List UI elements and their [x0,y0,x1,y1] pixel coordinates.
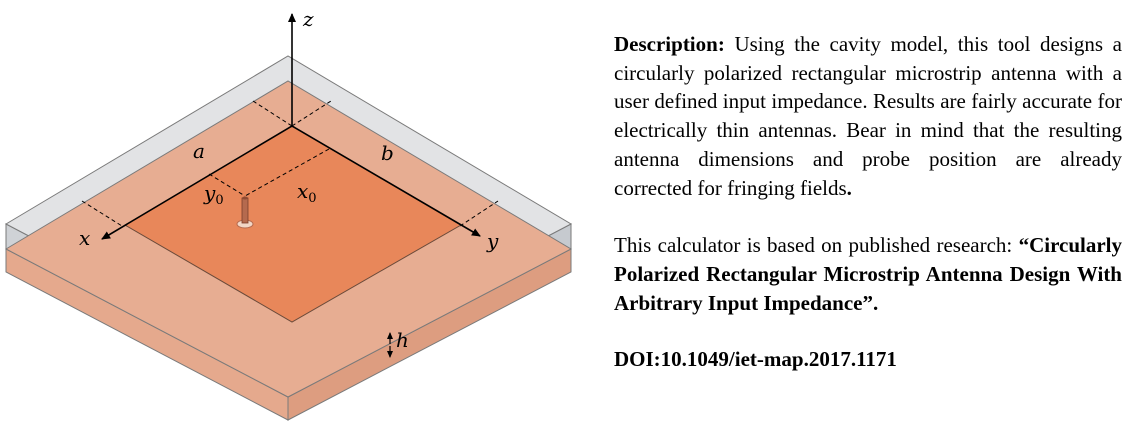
probe-guide-y0 [208,173,246,197]
guide-a-start [81,200,123,227]
description-paragraph: Description: Using the cavity model, thi… [614,30,1122,202]
guide-a-end [252,100,293,127]
guide-b-end [459,200,499,227]
paper-title: “Circularly Polarized Rectangular Micros… [614,233,1122,315]
description-end: . [846,175,852,200]
z-axis-label: z [302,7,314,31]
guide-b-start [291,100,332,127]
probe-pin [241,197,249,224]
dimension-h-label: h [396,328,409,352]
dimension-guides [81,100,499,227]
description-panel: Description: Using the cavity model, thi… [614,30,1122,374]
description-text: Using the cavity model, this tool design… [614,32,1122,200]
doi-text: DOI:10.1049/iet-map.2017.1171 [614,347,897,372]
x-axis-label: x [79,226,90,250]
probe-y0-label: y0 [203,181,224,208]
probe-x0-subscript: 0 [308,191,316,206]
coordinate-axes [101,13,481,240]
y-axis-label: y [486,229,499,253]
probe-x0-label: x0 [297,179,317,206]
probe-top [242,196,248,200]
dimension-b-label: b [381,141,394,165]
antenna-diagram: z x y a b h y0 x0 [4,7,573,421]
x-axis [101,125,293,240]
probe-x0-base: x [297,179,308,203]
probe-guides [208,148,330,197]
description-label: Description: [614,32,725,56]
based-on-paragraph: This calculator is based on published re… [614,231,1122,317]
y-axis [291,125,481,237]
probe-y0-base: y [203,181,216,205]
based-on-text: This calculator is based on published re… [614,233,1019,258]
dimension-a-label: a [193,139,205,163]
probe-y0-subscript: 0 [215,193,223,208]
feed-probe [236,196,254,229]
probe-guide-x0 [244,148,330,197]
